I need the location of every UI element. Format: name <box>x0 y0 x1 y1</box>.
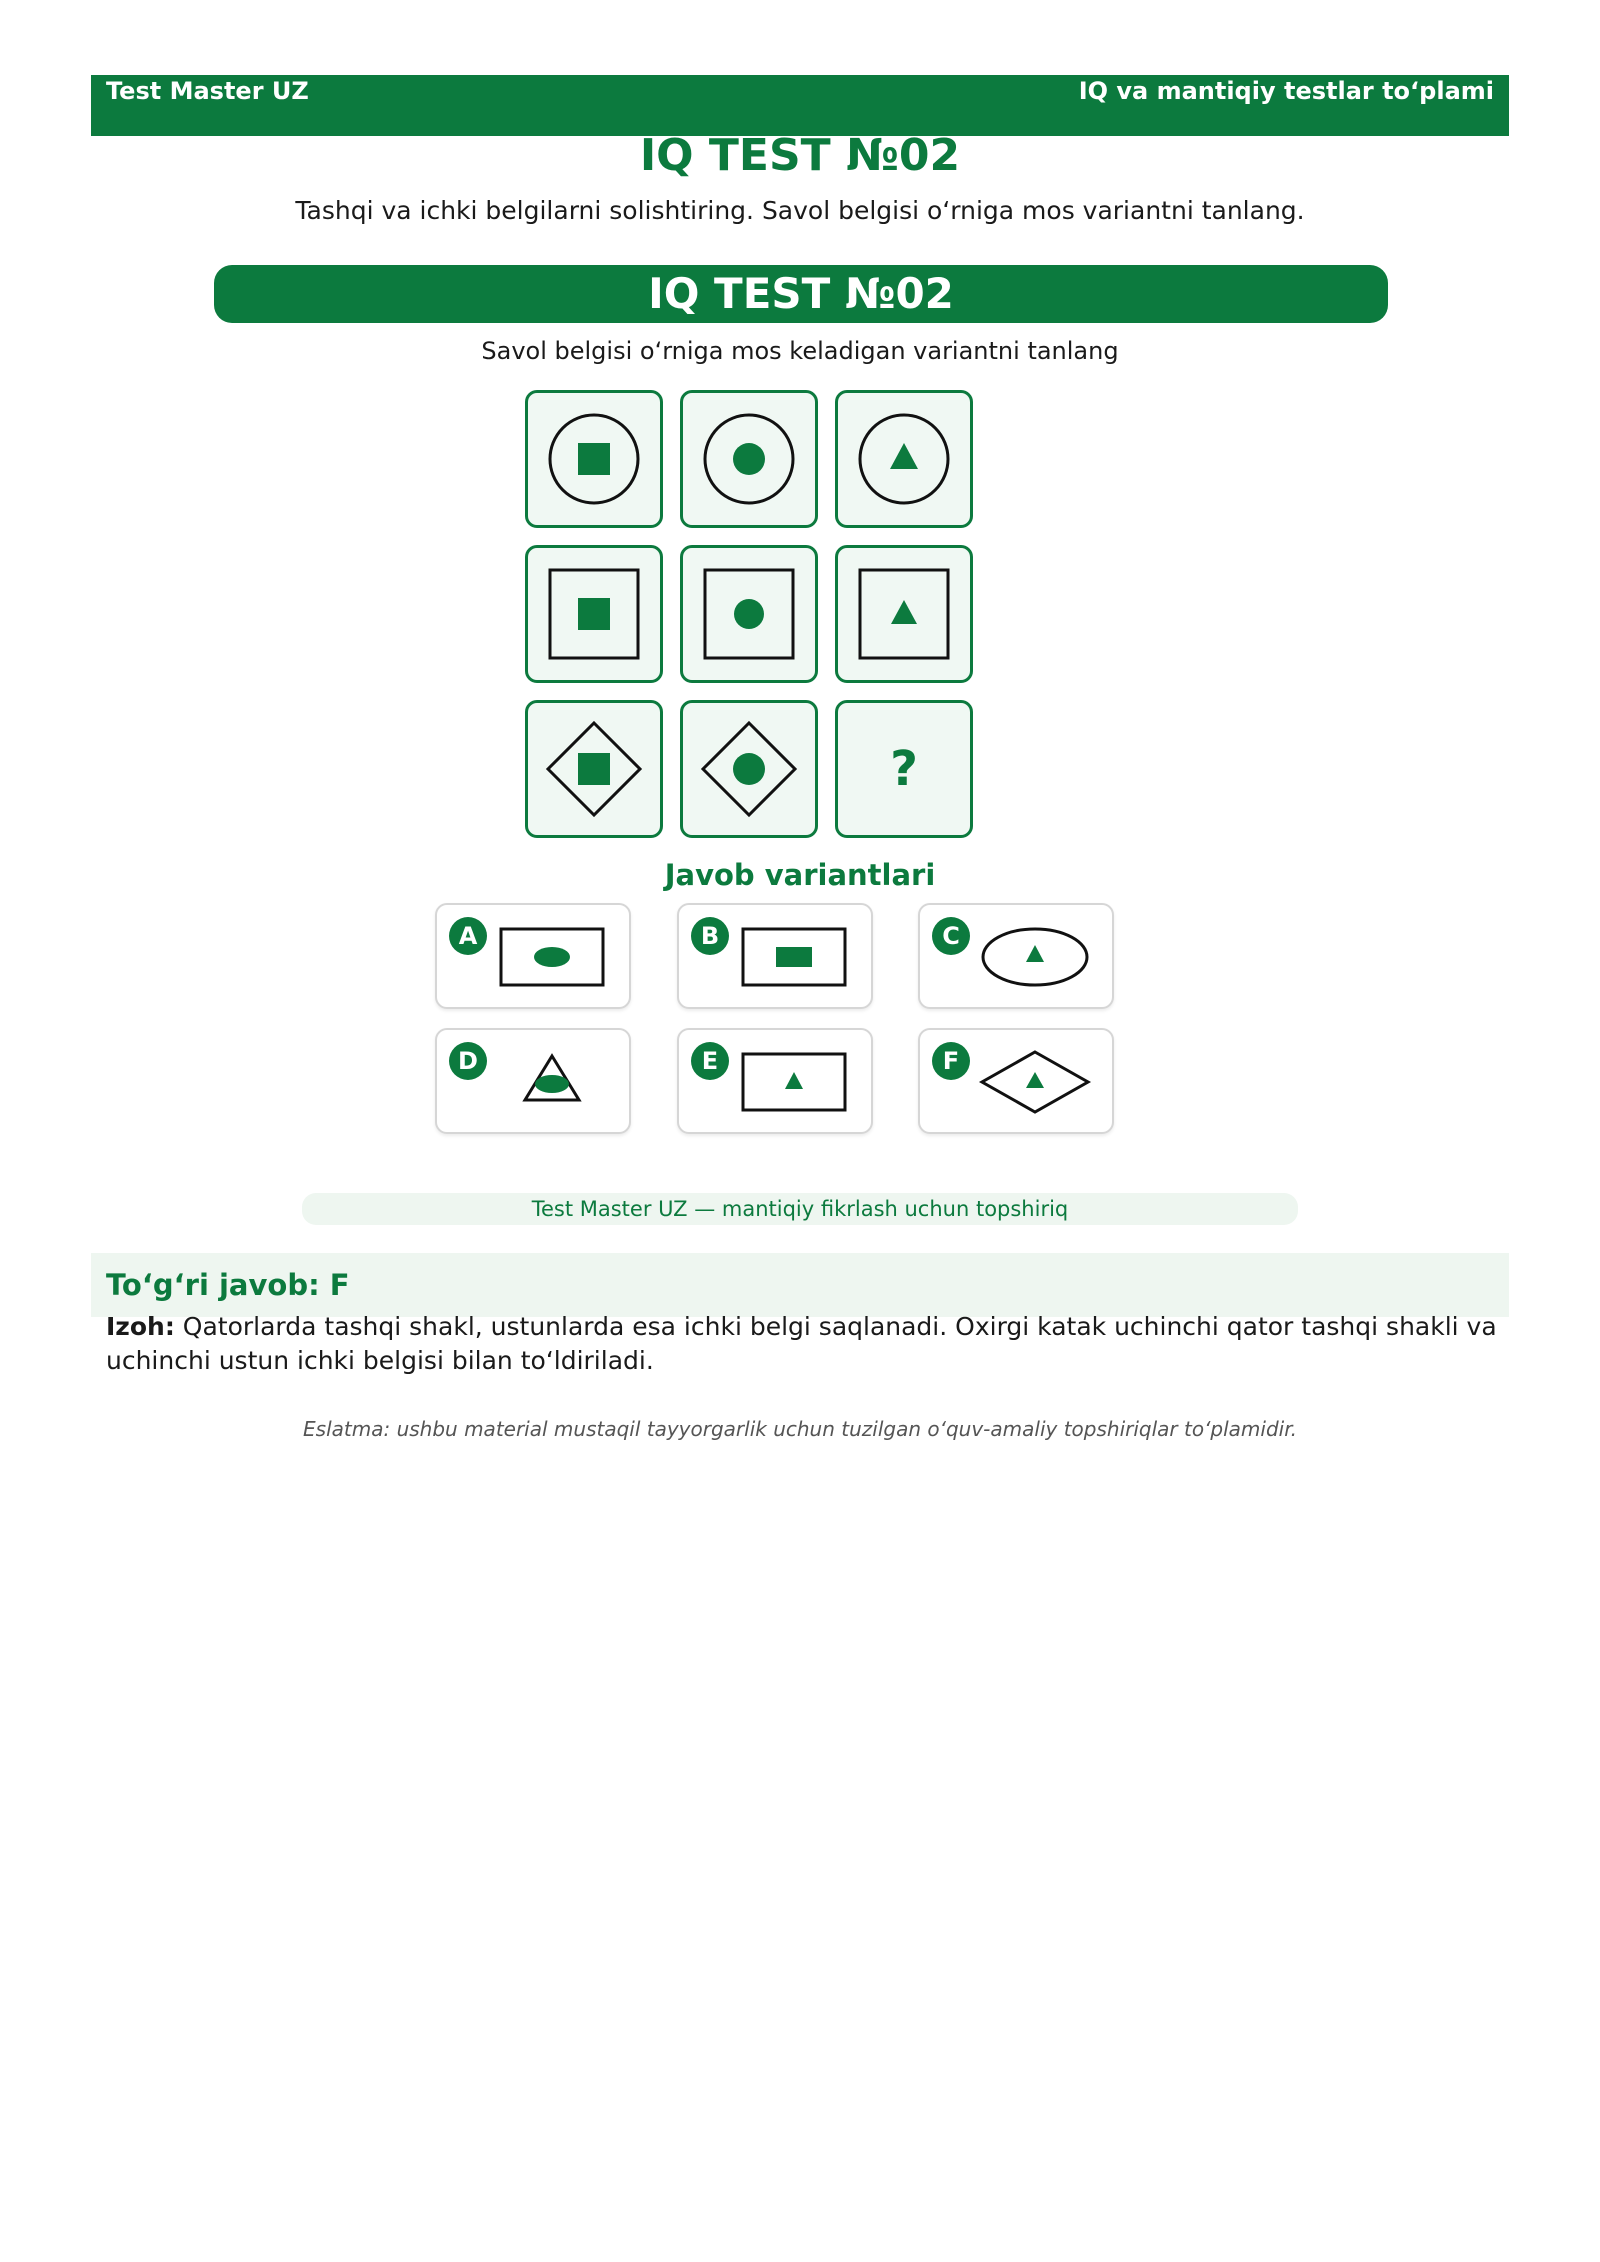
option-a-badge: A <box>449 917 487 955</box>
page-instruction: Tashqi va ichki belgilarni solishtiring.… <box>295 196 1305 225</box>
circle-triangle-icon <box>858 413 950 505</box>
option-c[interactable]: C <box>918 903 1114 1009</box>
header-collection-title: IQ va mantiqiy testlar to‘plami <box>1078 77 1494 105</box>
circle-dot-icon <box>703 413 795 505</box>
square-triangle-icon <box>858 568 950 660</box>
option-d-badge: D <box>449 1042 487 1080</box>
explanation-text: Qatorlarda tashqi shakl, ustunlarda esa … <box>106 1312 1497 1375</box>
circle-square-icon <box>548 413 640 505</box>
matrix-cell-diamond-square <box>525 700 663 838</box>
option-b[interactable]: B <box>677 903 873 1009</box>
rectangle-square-icon <box>741 927 847 987</box>
answer-box: To‘g‘ri javob: F <box>91 1253 1509 1317</box>
matrix-cell-square-square <box>525 545 663 683</box>
option-b-badge: B <box>691 917 729 955</box>
option-c-badge: C <box>932 917 970 955</box>
option-e[interactable]: E <box>677 1028 873 1134</box>
header-brand: Test Master UZ <box>106 77 309 105</box>
option-d[interactable]: D <box>435 1028 631 1134</box>
options-title: Javob variantlari <box>664 858 936 892</box>
matrix-cell-square-triangle <box>835 545 973 683</box>
card-subtitle: Savol belgisi o‘rniga mos keladigan vari… <box>481 337 1119 365</box>
rectangle-ellipse-icon <box>499 927 605 987</box>
matrix-cell-circle-circle <box>680 390 818 528</box>
matrix-cell-circle-square <box>525 390 663 528</box>
matrix-cell-circle-triangle <box>835 390 973 528</box>
option-a[interactable]: A <box>435 903 631 1009</box>
option-e-badge: E <box>691 1042 729 1080</box>
header-bar: Test Master UZ IQ va mantiqiy testlar to… <box>91 75 1509 136</box>
diamond-dot-icon <box>700 720 798 818</box>
matrix-cell-diamond-circle <box>680 700 818 838</box>
triangle-ellipse-icon <box>522 1053 582 1102</box>
puzzle-matrix: ? <box>525 390 980 843</box>
option-f-badge: F <box>932 1042 970 1080</box>
diamond-square-icon <box>545 720 643 818</box>
ellipse-triangle-icon <box>981 927 1089 987</box>
footnote: Eslatma: ushbu material mustaqil tayyorg… <box>303 1417 1297 1441</box>
rectangle-triangle-icon <box>741 1052 847 1112</box>
diamond-triangle-icon <box>978 1050 1092 1114</box>
card-title: IQ TEST №02 <box>214 265 1388 323</box>
explanation-label: Izoh: <box>106 1312 175 1341</box>
matrix-cell-square-circle <box>680 545 818 683</box>
matrix-cell-missing: ? <box>835 700 973 838</box>
square-dot-icon <box>703 568 795 660</box>
page-title: IQ TEST №02 <box>639 130 961 181</box>
option-f[interactable]: F <box>918 1028 1114 1134</box>
explanation: Izoh: Qatorlarda tashqi shakl, ustunlard… <box>106 1310 1506 1378</box>
question-mark: ? <box>890 741 918 797</box>
square-square-icon <box>548 568 640 660</box>
correct-answer: To‘g‘ri javob: F <box>106 1268 350 1302</box>
footer-strip: Test Master UZ — mantiqiy fikrlash uchun… <box>302 1193 1298 1225</box>
